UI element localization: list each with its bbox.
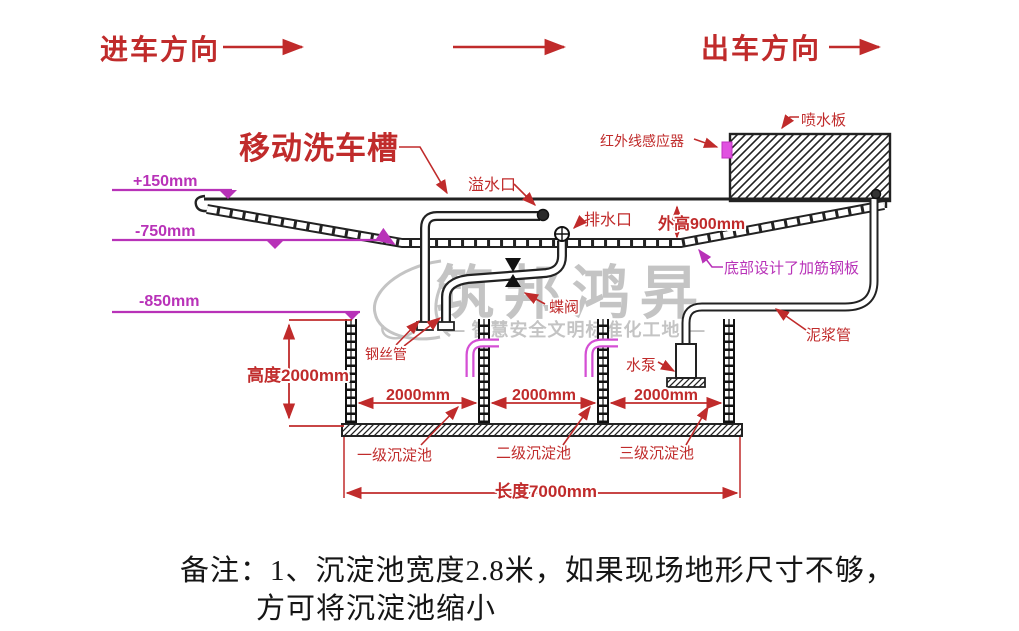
water-pump-body [675,343,697,379]
infrared-sensor [721,141,733,159]
infrared-sensor-label: 红外线感应器 [600,133,684,149]
dimension-lines [282,205,741,500]
mud-pipe-inner [683,199,877,347]
pool2-width-dimension: 2000mm [512,387,576,404]
pool1-width-dimension: 2000mm [386,387,450,404]
butterfly-valve-bottom [505,274,521,287]
pool-wall [723,319,735,424]
drain-pipe-outlet [437,321,455,331]
watermark-tagline: — 智慧安全文明标准化工地 — [446,319,705,340]
reinforced-plate-leader [698,248,723,268]
overflow-port-label: 溢水口 [468,176,516,194]
pool2-label: 二级沉淀池 [496,445,571,462]
elevation-triangle-icon [266,240,284,249]
elevation-label-minus750: -750mm [135,223,195,240]
drain-port-label: 排水口 [584,211,632,229]
reinforced-plate-label: 底部设计了加筋钢板 [724,259,859,277]
total-length-dimension: 长度7000mm [495,481,597,501]
watermark-logo-text: 筑邦鸿昇 [436,261,708,326]
pool1-label: 一级沉淀池 [357,447,432,464]
elevation-triangle-icon [344,312,360,320]
mud-pipe-label: 泥浆管 [806,326,851,344]
exit-direction-label: 出车方向 [701,32,821,64]
pool3-label: 三级沉淀池 [619,445,694,462]
outer-height-dimension: 外高900mm [657,214,745,233]
trough-label: 移动洗车槽 [239,131,399,166]
pool3-width-dimension: 2000mm [634,387,698,404]
leader-lines [395,114,807,446]
pool-floor-slab [341,423,743,437]
water-pump-label: 水泵 [626,357,656,374]
mud-pipe-top-fitting [870,188,882,200]
steel-wire-pipe-label: 钢丝管 [365,346,407,362]
elevation-label-minus850: -850mm [139,293,199,310]
drain-port-cross [555,227,569,241]
pool2-3-elbow-pipe-inner [586,340,618,377]
trough-bottom-plate-ribs [206,202,885,246]
pool-wall [345,319,357,424]
pool-walls [345,319,735,424]
butterfly-valve-label: 蝶阀 [549,299,579,316]
trough-left-tip [194,194,209,213]
pool-wall [597,319,609,424]
entry-direction-label: 进车方向 [100,33,220,65]
elevation-label-plus150: +150mm [133,173,198,190]
pool1-2-elbow-pipe-inner [467,340,499,377]
spray-plate [728,132,892,203]
pool-wall [478,319,490,424]
water-pump-base [666,377,706,388]
note-line1: 备注：1、沉淀池宽度2.8米，如果现场地形尺寸不够， [180,554,895,587]
spray-plate-label: 喷水板 [801,111,846,129]
drain-pipe-inner [443,241,565,323]
note-line2: 方可将沉淀池缩小 [256,592,496,625]
overflow-port-fitting [536,208,550,222]
butterfly-valve-top [505,258,521,272]
elevation-lines [112,188,396,314]
overflow-pipe-inner [422,213,540,323]
watermark: 筑邦鸿昇 — 智慧安全文明标准化工地 — [372,259,708,341]
pool-height-dimension: 高度2000mm [247,365,349,385]
elevation-triangle-icon [219,190,237,199]
